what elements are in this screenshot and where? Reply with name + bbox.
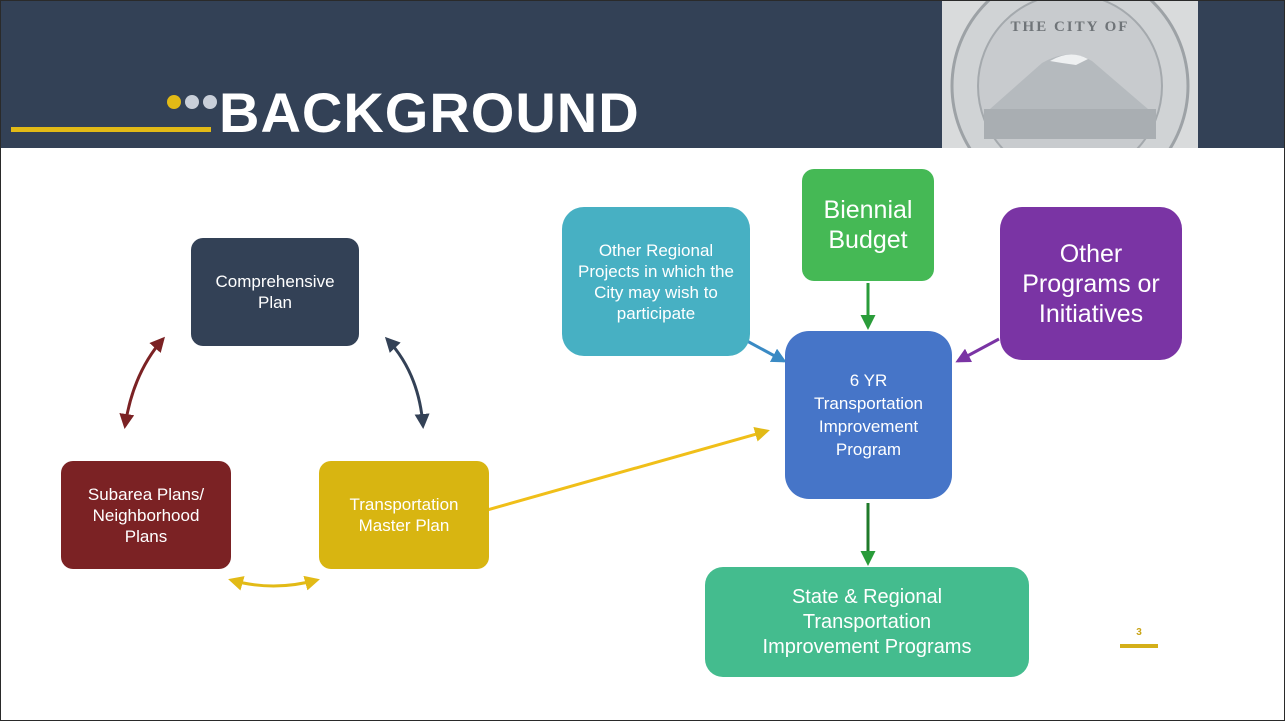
biennial-budget-label: Biennial Budget	[823, 196, 913, 254]
arrow-transportation-to-tip	[479, 427, 770, 514]
transportation-master-plan-box: Transportation Master Plan	[319, 461, 489, 569]
arrow-programs-to-tip	[955, 337, 1000, 363]
arrow-comprehensive-to-transportation	[384, 336, 430, 429]
title-underline-bar	[11, 127, 211, 132]
page-number: 3	[1136, 627, 1142, 638]
slide-title: BACKGROUND	[219, 81, 640, 144]
state-regional-tip-label: State & Regional Transportation Improvem…	[762, 585, 972, 658]
other-programs-box: Other Programs or Initiatives	[1000, 207, 1182, 360]
header-dot-gray	[185, 95, 199, 109]
arrow-regional-to-tip	[746, 339, 787, 363]
arrow-comprehensive-to-subarea	[119, 336, 165, 429]
city-seal-logo: THE CITY OF	[942, 1, 1198, 148]
arrow-subarea-to-transportation	[228, 575, 320, 591]
comprehensive-plan-label: Comprehensive Plan	[215, 272, 335, 312]
six-year-tip-label: 6 YR Transportation Improvement Program	[814, 371, 923, 459]
subarea-plans-label: Subarea Plans/ Neighborhood Plans	[87, 484, 205, 546]
biennial-budget-box: Biennial Budget	[802, 169, 934, 281]
state-regional-tip-box: State & Regional Transportation Improvem…	[705, 567, 1029, 677]
header-band: BACKGROUND THE CITY OF	[1, 1, 1284, 148]
comprehensive-plan-box: Comprehensive Plan	[191, 238, 359, 346]
transportation-master-plan-label: Transportation Master Plan	[349, 495, 459, 535]
header-dot-gray	[203, 95, 217, 109]
subarea-plans-box: Subarea Plans/ Neighborhood Plans	[61, 461, 231, 569]
other-programs-label: Other Programs or Initiatives	[1022, 239, 1160, 328]
header-dot-gold	[167, 95, 181, 109]
other-regional-projects-box: Other Regional Projects in which the Cit…	[562, 207, 750, 356]
six-year-tip-box: 6 YR Transportation Improvement Program	[785, 331, 952, 499]
page-number-bar	[1120, 644, 1158, 648]
svg-text:THE CITY OF: THE CITY OF	[1011, 19, 1130, 35]
other-regional-projects-label: Other Regional Projects in which the Cit…	[578, 240, 734, 323]
